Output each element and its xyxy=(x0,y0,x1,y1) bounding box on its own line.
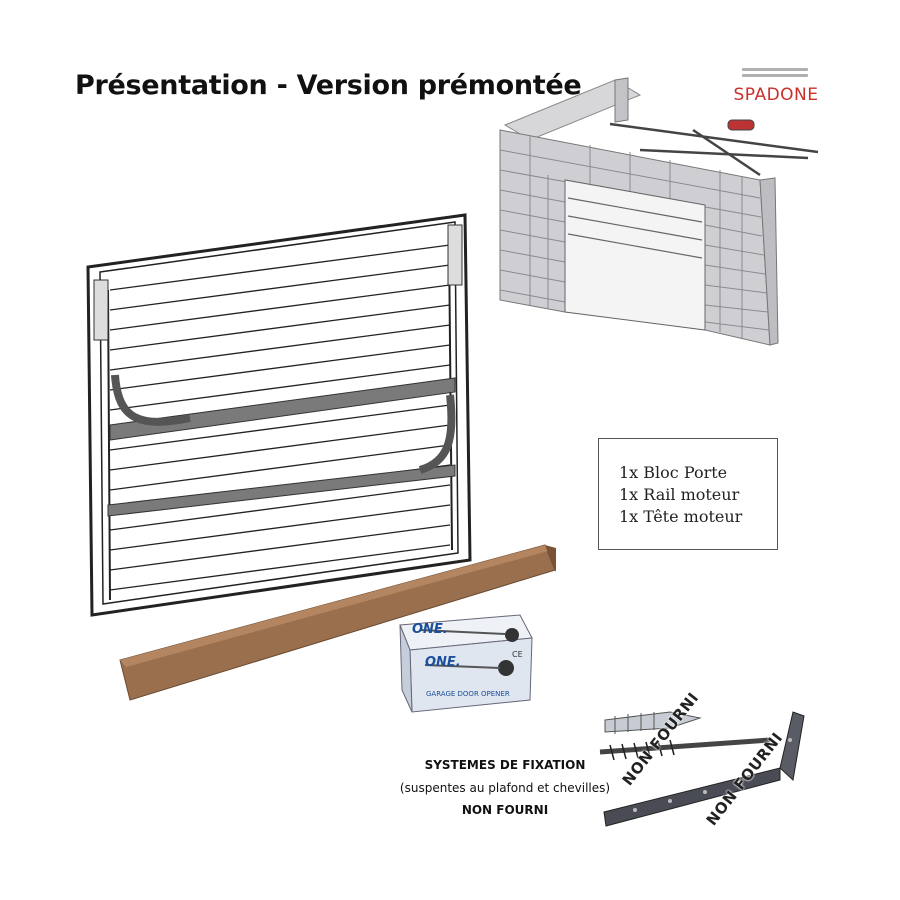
fixing-system-illustration xyxy=(599,711,805,827)
fixation-detail: (suspentes au plafond et chevilles) xyxy=(399,781,611,795)
garage-wall-illustration xyxy=(499,77,819,346)
contents-item-door: 1x Bloc Porte xyxy=(619,463,728,482)
box-ce-mark: CE xyxy=(512,650,523,659)
fixation-caption: SYSTEMES DE FIXATION (suspentes au plafo… xyxy=(380,758,630,817)
door-block-illustration xyxy=(86,213,472,617)
package-contents-box: 1x Bloc Porte 1x Rail moteur 1x Tête mot… xyxy=(598,438,778,550)
fixation-heading: SYSTEMES DE FIXATION xyxy=(424,758,586,772)
box-label: GARAGE DOOR OPENER xyxy=(426,690,510,698)
box-brand-top: ONE. xyxy=(412,622,448,637)
motor-box xyxy=(399,614,533,713)
wooden-beam xyxy=(119,544,556,701)
contents-item-motor-head: 1x Tête moteur xyxy=(619,507,743,526)
logo-text: SPADONE xyxy=(733,85,819,105)
contents-item-rail: 1x Rail moteur xyxy=(619,485,740,504)
logo-stripes xyxy=(742,68,808,80)
box-brand-front: ONE. xyxy=(425,655,461,670)
fixation-note: NON FOURNI xyxy=(461,803,549,817)
page-title: Présentation - Version prémontée xyxy=(75,70,582,101)
brand-logo: SPADONE xyxy=(728,68,824,108)
